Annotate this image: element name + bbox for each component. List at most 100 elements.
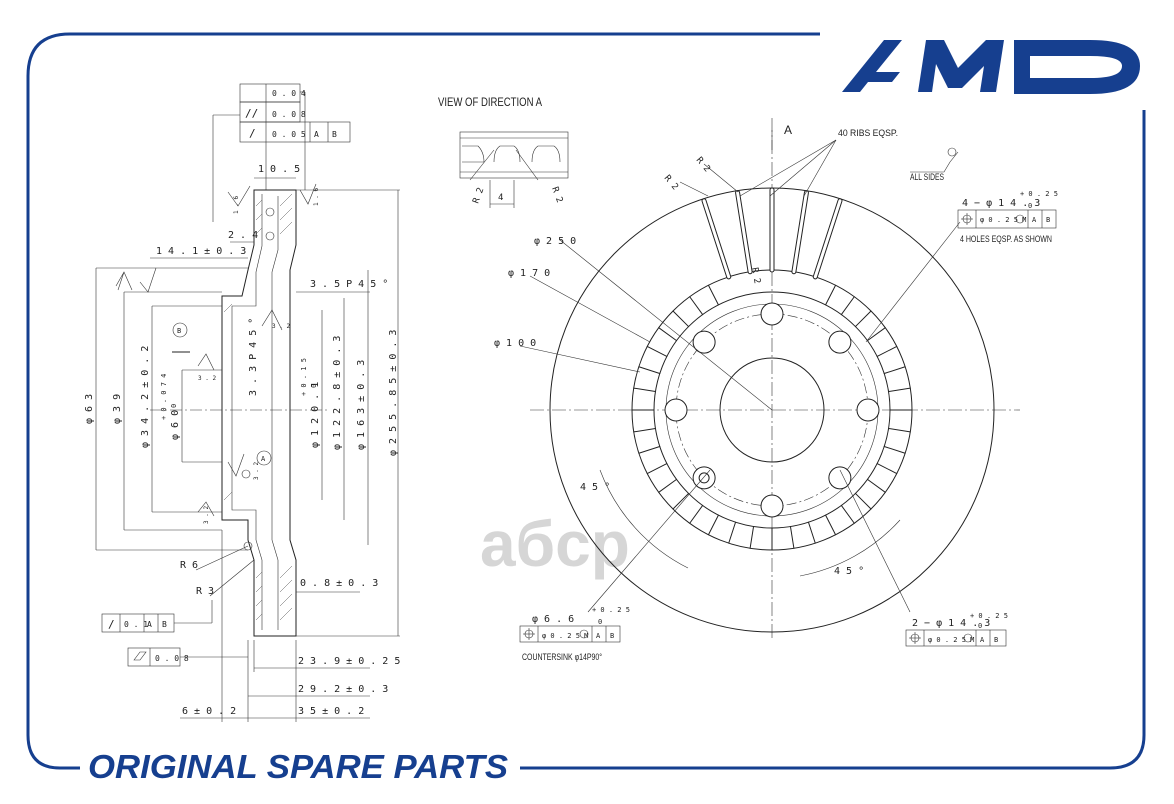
cooling-rib: [658, 327, 678, 342]
rough-1-6-a: 1 . 6: [233, 196, 240, 214]
cooling-rib: [854, 492, 872, 510]
dim-2-4: 2 . 4: [228, 230, 258, 241]
rough-3-2-c: 3 . 2: [253, 462, 260, 480]
datum-b-label: B: [177, 327, 181, 335]
dim-6: 6 ± 0 . 2: [182, 706, 236, 717]
dim-phi163: φ 1 6 3 ± 0 . 3: [356, 360, 367, 450]
cooling-ribs: [631, 187, 913, 551]
holes-2-tol-zero: 0: [978, 622, 982, 630]
holes-4-tol-zero: 0: [1028, 202, 1032, 210]
runout-symbol: /: [249, 127, 256, 140]
datum-a-label: A: [261, 455, 266, 463]
logo-mark-m: [918, 40, 1004, 92]
roughness-symbols: [115, 183, 317, 551]
cooling-rib: [840, 504, 855, 524]
dim-0-8: 0 . 8 ± 0 . 3: [300, 578, 378, 589]
dim-phi170: φ 1 7 0: [508, 268, 550, 279]
holes-4-ref-b: B: [1046, 216, 1050, 224]
dimension-lines-left: [95, 177, 400, 722]
dim-23-9: 2 3 . 9 ± 0 . 2 5: [298, 656, 400, 667]
holes-note: 4 HOLES EQSP. AS SHOWN: [960, 234, 1052, 244]
dim-phi120: φ 1 2 0 . 1: [310, 382, 321, 448]
cooling-rib: [854, 310, 872, 328]
cooling-rib: [807, 521, 816, 544]
bolt-holes: [664, 302, 880, 518]
dim-35: 3 5 ± 0 . 2: [298, 706, 364, 717]
cooling-rib: [825, 514, 837, 536]
dim-3-3-chamfer: 3 . 3 Р 4 5 °: [248, 318, 259, 396]
cooling-rib: [825, 284, 837, 306]
dim-phi120-tol: + 0 . 1 5: [300, 358, 308, 396]
cooling-rib: [638, 445, 661, 454]
hole-6-6-pos: φ 0 . 2 5 M: [542, 632, 588, 640]
rough-1-6-b: 1 . 6: [313, 188, 320, 206]
front-view: A 40 RIBS EQSP. ALL SIDES φ 2 5 0: [494, 118, 1058, 662]
dim-10-5: 1 0 . 5: [258, 164, 300, 175]
dim-phi100: φ 1 0 0: [494, 338, 536, 349]
cooling-rib: [672, 310, 690, 328]
cooling-rib: [646, 345, 668, 357]
tolerance-frame-bottom: [101, 600, 248, 667]
cooling-rib: [633, 387, 656, 393]
dim-phi39: φ 3 9: [112, 394, 123, 424]
angle-45-right: 4 5 °: [834, 566, 864, 577]
tol-top-3: 0 . 0 5: [272, 130, 306, 139]
cooling-rib: [672, 492, 690, 510]
tol-top-ref-a: A: [314, 130, 319, 139]
cooling-rib: [646, 463, 668, 475]
r3-leader: [209, 559, 255, 597]
datum-b-marker: [172, 322, 188, 338]
holes-2-ref-b: B: [994, 636, 998, 644]
dim-r2-a: R 2: [662, 174, 680, 193]
cooling-rib: [638, 366, 661, 375]
angle-45-left: 4 5 °: [580, 482, 610, 493]
dim-phi255: φ 2 5 5 . 8 5 ± 0 . 3: [388, 330, 399, 456]
front-leaders: [519, 139, 961, 613]
cooling-rib: [876, 463, 898, 475]
dim-r2-b: R 2: [694, 156, 712, 175]
bolt-hole: [828, 466, 852, 490]
holes-2-tol-plus: + 0 . 2 5: [970, 612, 1008, 620]
logo-mark-a: [842, 40, 902, 92]
cooling-rib-inner: [736, 191, 752, 274]
holes-2-ref-a: A: [980, 636, 985, 644]
hole-6-6-ref-b: B: [610, 632, 614, 640]
holes-4-frame: [957, 209, 1057, 229]
cooling-rib: [883, 445, 906, 454]
dim-phi60-tol-b: 0: [170, 404, 178, 408]
tol-top-2: 0 . 0 8: [272, 110, 306, 119]
dim-phi250: φ 2 5 0: [534, 236, 576, 247]
dim-phi34: φ 3 4 . 2 ± 0 . 2: [140, 346, 151, 448]
cooling-rib: [689, 504, 704, 524]
tol-top-ref-b: B: [332, 130, 337, 139]
hole-6-6-frame: [519, 625, 621, 643]
sheet-border: [26, 32, 1146, 770]
dim-r3: R 3: [196, 586, 214, 597]
bolt-hole: [828, 330, 852, 354]
bolt-hole: [856, 398, 880, 422]
dim-phi120-tol-b: 0: [310, 384, 318, 388]
dim-phi63: φ 6 3: [84, 394, 95, 424]
holes-2-label: 2 − φ 1 4 . 3: [912, 618, 990, 629]
cooling-rib: [728, 521, 737, 544]
center-bore: [719, 357, 825, 463]
brand-logo: [842, 40, 1140, 94]
rough-3-2-a: 3 . 2: [198, 375, 216, 382]
datum-a-marker: [256, 450, 272, 466]
cooling-rib: [866, 478, 886, 493]
all-sides-circle: [947, 147, 957, 157]
holes-2-frame: [905, 629, 1007, 647]
bolt-hole: [664, 398, 688, 422]
cooling-rib-inner: [813, 199, 842, 279]
dim-phi60: φ 6 0: [170, 410, 181, 440]
cooling-rib: [633, 427, 656, 433]
tol-bottom-ref-b: B: [162, 620, 167, 629]
view-direction-a: VIEW OF DIRECTION A R 2 R 2 4: [438, 95, 569, 208]
cooling-rib: [658, 478, 678, 493]
bolt-hole: [692, 330, 716, 354]
cooling-rib: [789, 526, 795, 549]
view-d4: 4: [498, 193, 503, 203]
view-r2-left: R 2: [471, 186, 486, 205]
rough-3-2-b: 3 . 2: [272, 323, 290, 330]
ribs-note: 40 RIBS EQSP.: [838, 128, 898, 138]
